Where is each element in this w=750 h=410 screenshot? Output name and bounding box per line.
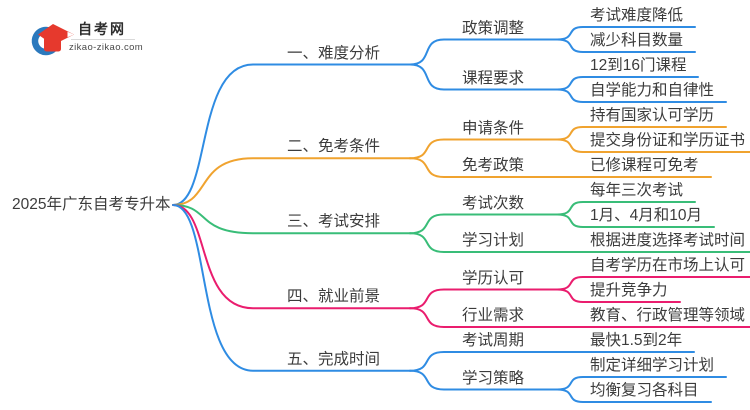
mindmap-link: [409, 232, 558, 253]
leaf-node: 最快1.5到2年: [590, 332, 683, 349]
mindmap-link: [172, 157, 411, 206]
branch-node: 二、免考条件: [287, 138, 381, 156]
subtopic-node: 学历认可: [462, 269, 525, 287]
mindmap-link: [409, 288, 558, 310]
mindmap-link: [409, 138, 558, 160]
subtopic-node: 学习策略: [462, 369, 525, 387]
mindmap-link: [556, 288, 681, 303]
branch-node: 一、难度分析: [287, 44, 381, 62]
graduation-cap-icon: [31, 24, 74, 56]
subtopic-node: 申请条件: [462, 119, 525, 137]
leaf-node: 12到16门课程: [590, 57, 687, 74]
mindmap-link: [172, 204, 411, 310]
mindmap-link: [556, 38, 696, 53]
mindmap-link: [556, 88, 727, 103]
leaf-node: 已修课程可免考: [590, 157, 699, 174]
mindmap-link: [409, 213, 558, 235]
subtopic-node: 政策调整: [462, 19, 525, 37]
mindmap-link: [409, 351, 558, 372]
root-node: 2025年广东自考专升本: [12, 196, 171, 213]
subtopic-node: 课程要求: [462, 69, 525, 87]
branch-node: 四、就业前景: [287, 288, 381, 306]
site-name: 自考网: [78, 21, 126, 37]
subtopic-node: 考试次数: [462, 194, 525, 212]
mindmap-link: [409, 157, 558, 178]
mindmap-link: [409, 38, 558, 66]
leaf-node: 考试难度降低: [590, 7, 684, 24]
leaf-node: 自考学历在市场上认可: [590, 257, 746, 274]
leaf-node: 根据进度选择考试时间: [590, 232, 746, 249]
mindmap-link: [556, 213, 715, 228]
mindmap-link: [409, 63, 558, 91]
mindmap-link: [556, 388, 712, 403]
leaf-node: 教育、行政管理等领域: [590, 307, 746, 324]
subtopic-node: 免考政策: [462, 157, 525, 174]
subtopic-node: 学习计划: [462, 232, 525, 249]
leaf-node: 减少科目数量: [590, 32, 684, 49]
leaf-node: 提交身份证和学历证书: [590, 132, 746, 149]
leaf-node: 制定详细学习计划: [590, 357, 715, 374]
mindmap-link: [409, 369, 558, 391]
mindmap-link: [409, 307, 558, 328]
mindmap-link: [172, 63, 411, 206]
leaf-node: 每年三次考试: [590, 182, 684, 199]
subtopic-node: 行业需求: [462, 307, 525, 324]
leaf-node: 提升竞争力: [590, 282, 668, 299]
leaf-node: 持有国家认可学历: [590, 107, 715, 124]
site-logo: 自考网 zikao-zikao.com: [24, 12, 154, 66]
site-url: zikao-zikao.com: [69, 42, 144, 53]
branch-node: 三、考试安排: [287, 213, 381, 231]
logo-divider: [71, 39, 135, 40]
leaf-node: 均衡复习各科目: [590, 382, 699, 399]
subtopic-node: 考试周期: [462, 332, 525, 349]
mindmap-link: [172, 204, 411, 235]
branch-node: 五、完成时间: [287, 350, 381, 368]
leaf-node: 自学能力和自律性: [590, 82, 715, 99]
mindmap-link: [172, 204, 411, 372]
leaf-node: 1月、4月和10月: [590, 207, 702, 224]
mindmap-link: [556, 138, 750, 153]
